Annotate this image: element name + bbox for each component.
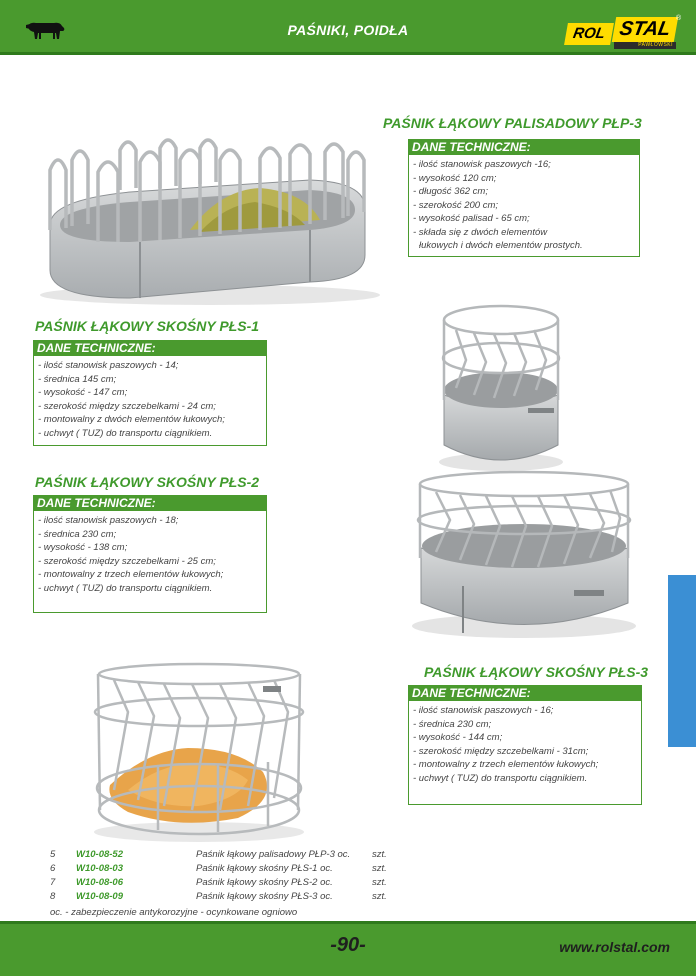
product-title-pls2: PAŚNIK ŁĄKOWY SKOŚNY PŁS-2	[35, 474, 260, 490]
product-unit: szt.	[372, 891, 387, 902]
spec-header: DANE TECHNICZNE:	[409, 140, 639, 155]
product-code: W10-08-09	[76, 891, 123, 902]
spec-header: DANE TECHNICZNE:	[34, 341, 266, 356]
spec-box-pls1: DANE TECHNICZNE: - ilość stanowisk paszo…	[33, 340, 267, 446]
spec-list: - ilość stanowisk paszowych -16; - wysok…	[409, 155, 639, 255]
spec-item: - montowalny z trzech elementów łukowych…	[38, 569, 224, 580]
coating-note: oc. - zabezpieczenie antykorozyjne - ocy…	[50, 907, 298, 918]
spec-header: DANE TECHNICZNE:	[409, 686, 641, 701]
website-link[interactable]: www.rolstal.com	[559, 939, 670, 955]
spec-item: - średnica 145 cm;	[38, 373, 117, 385]
logo-registered-mark: ®	[676, 15, 682, 22]
spec-item: - długość 362 cm;	[413, 186, 488, 197]
section-side-tab	[668, 575, 696, 747]
spec-box-plp3: DANE TECHNICZNE: - ilość stanowisk paszo…	[408, 139, 640, 257]
spec-item: - wysokość - 138 cm;	[38, 542, 128, 553]
spec-item: - wysokość - 147 cm;	[38, 387, 128, 398]
product-code: W10-08-52	[76, 849, 123, 860]
spec-box-pls2: DANE TECHNICZNE: - ilość stanowisk paszo…	[33, 495, 267, 613]
product-unit: szt.	[372, 863, 387, 874]
spec-header: DANE TECHNICZNE:	[34, 496, 266, 511]
spec-item: - szerokość między szczebelkami - 24 cm;	[38, 400, 216, 412]
table-row: 8 W10-08-09 Paśnik łąkowy skośny PŁS-3 o…	[50, 891, 410, 905]
page-title: PAŚNIKI, POIDŁA	[287, 22, 409, 38]
spec-item: - wysokość palisad - 65 cm;	[413, 213, 530, 224]
spec-item: - średnica 230 cm;	[38, 528, 117, 540]
spec-item: - szerokość między szczebelkami - 31cm;	[413, 745, 589, 757]
spec-box-pls3: DANE TECHNICZNE: - ilość stanowisk paszo…	[408, 685, 642, 805]
spec-item: - montowalny z trzech elementów łukowych…	[413, 759, 599, 770]
spec-item: - szerokość między szczebelkami - 25 cm;	[38, 555, 216, 567]
rolstal-logo: ROL STAL PAWŁOWSKI ®	[564, 15, 682, 49]
logo-sub: PAWŁOWSKI	[614, 42, 676, 49]
spec-item: - średnica 230 cm;	[413, 718, 492, 730]
spec-item: - ilość stanowisk paszowych -16;	[413, 159, 551, 170]
product-name: Paśnik łąkowy palisadowy PŁP-3 oc.	[196, 849, 351, 860]
logo-rol: ROL	[564, 23, 614, 45]
row-number: 7	[50, 877, 56, 888]
spec-item: łukowych i dwóch elementów prostych.	[419, 240, 583, 251]
product-code: W10-08-06	[76, 877, 123, 888]
product-title-plp3: PAŚNIK ŁĄKOWY PALISADOWY PŁP-3	[383, 115, 642, 131]
spec-item: - uchwyt ( TUZ) do transportu ciągnikiem…	[413, 772, 588, 784]
spec-list: - ilość stanowisk paszowych - 14; - śred…	[34, 356, 266, 442]
spec-item: - uchwyt ( TUZ) do transportu ciągnikiem…	[38, 427, 213, 439]
spec-list: - ilość stanowisk paszowych - 16; - śred…	[409, 701, 641, 787]
row-number: 6	[50, 863, 56, 874]
spec-item: - wysokość - 144 cm;	[413, 732, 503, 743]
round-feeder-pls3-illustration	[93, 662, 305, 842]
spec-list: - ilość stanowisk paszowych - 18; - śred…	[34, 511, 266, 597]
product-title-pls3: PAŚNIK ŁĄKOWY SKOŚNY PŁS-3	[424, 664, 649, 680]
table-row: 6 W10-08-03 Paśnik łąkowy skośny PŁS-1 o…	[50, 863, 410, 877]
logo-stal: STAL	[611, 17, 679, 42]
product-unit: szt.	[372, 849, 387, 860]
page-footer: -90- www.rolstal.com	[0, 921, 696, 976]
table-row: 7 W10-08-06 Paśnik łąkowy skośny PŁS-2 o…	[50, 877, 410, 891]
round-feeder-pls2-illustration	[412, 470, 636, 638]
spec-item: - ilość stanowisk paszowych - 18;	[38, 515, 179, 526]
page-header: PAŚNIKI, POIDŁA ROL STAL PAWŁOWSKI ®	[0, 0, 696, 55]
row-number: 8	[50, 891, 56, 902]
cow-icon	[26, 22, 65, 39]
spec-item: - ilość stanowisk paszowych - 14;	[38, 360, 179, 371]
spec-item: - szerokość 200 cm;	[413, 199, 498, 211]
product-unit: szt.	[372, 877, 387, 888]
product-code-list: 5 W10-08-52 Paśnik łąkowy palisadowy PŁP…	[50, 849, 410, 905]
round-feeder-pls1-illustration	[439, 304, 563, 471]
product-code: W10-08-03	[76, 863, 123, 874]
spec-item: - składa się z dwóch elementów	[413, 226, 548, 238]
product-name: Paśnik łąkowy skośny PŁS-2 oc.	[196, 877, 333, 888]
table-row: 5 W10-08-52 Paśnik łąkowy palisadowy PŁP…	[50, 849, 410, 863]
spec-item: - montowalny z dwóch elementów łukowych;	[38, 414, 225, 425]
product-name: Paśnik łąkowy skośny PŁS-3 oc.	[196, 891, 333, 902]
product-name: Paśnik łąkowy skośny PŁS-1 oc.	[196, 863, 333, 874]
palisade-feeder-illustration	[40, 138, 380, 305]
product-title-pls1: PAŚNIK ŁĄKOWY SKOŚNY PŁS-1	[35, 318, 260, 334]
spec-item: - uchwyt ( TUZ) do transportu ciągnikiem…	[38, 582, 213, 594]
row-number: 5	[50, 849, 56, 860]
spec-item: - ilość stanowisk paszowych - 16;	[413, 705, 554, 716]
spec-item: - wysokość 120 cm;	[413, 172, 497, 184]
page-number: -90-	[330, 934, 366, 956]
